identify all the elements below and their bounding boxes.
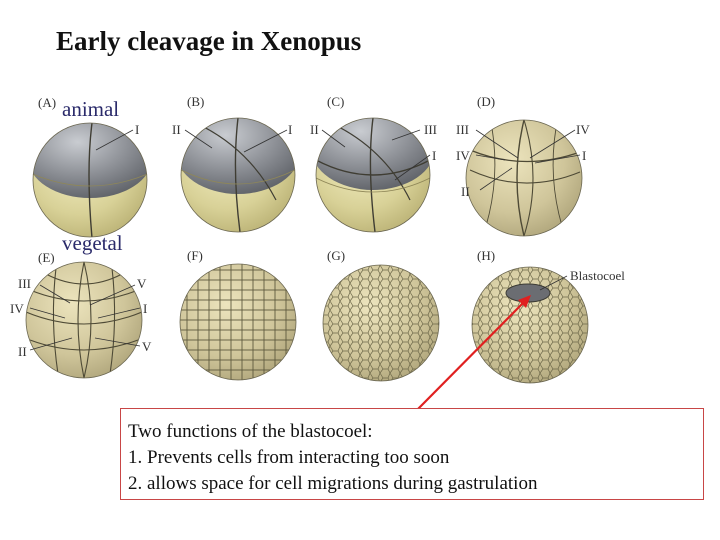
label-e-v-top: V [137,276,147,291]
page-title: Early cleavage in Xenopus [56,26,362,56]
label-b-i: I [288,122,292,137]
panel-letter-e: (E) [38,250,55,265]
label-e-iv: IV [10,301,24,316]
label-blastocoel: Blastocoel [570,268,625,283]
note-item-1: 1. Prevents cells from interacting too s… [128,447,450,468]
label-e-ii: II [18,344,27,359]
label-e-v-bottom: V [142,339,152,354]
arrowhead [518,295,531,308]
panel-letter-g: (G) [327,248,345,263]
label-d-ii: II [461,184,470,199]
leader-lines [29,129,581,351]
panel-letter-h: (H) [477,248,495,263]
animal-pole-label: animal [62,97,119,121]
label-d-iv-right: IV [576,122,590,137]
note-item-2: 2. allows space for cell migrations duri… [128,473,538,494]
label-c-ii: II [310,122,319,137]
embryo-g [322,264,440,382]
embryo-a [32,122,148,238]
panel-letter-c: (C) [327,94,344,109]
panel-letter-f: (F) [187,248,203,263]
vegetal-pole-label: vegetal [62,231,123,255]
label-c-i: I [432,148,436,163]
label-e-iii: III [18,276,31,291]
label-c-iii: III [424,122,437,137]
embryo-e [25,261,143,379]
note-heading: Two functions of the blastocoel: [128,421,373,442]
embryo-h [471,266,589,384]
panel-letter-d: (D) [477,94,495,109]
embryo-b [180,117,296,233]
embryo-d [465,119,583,237]
label-e-i: I [143,301,147,316]
panel-letter-a: (A) [38,95,56,110]
blastocoel-functions-box: Two functions of the blastocoel: 1. Prev… [120,408,704,500]
embryo-c [315,117,431,233]
label-d-i: I [582,148,586,163]
label-d-iv-left: IV [456,148,470,163]
embryo-f [179,263,297,381]
label-a-i: I [135,122,139,137]
blastocoel-arrow [416,299,527,411]
label-b-ii: II [172,122,181,137]
panel-letter-b: (B) [187,94,204,109]
label-d-iii: III [456,122,469,137]
